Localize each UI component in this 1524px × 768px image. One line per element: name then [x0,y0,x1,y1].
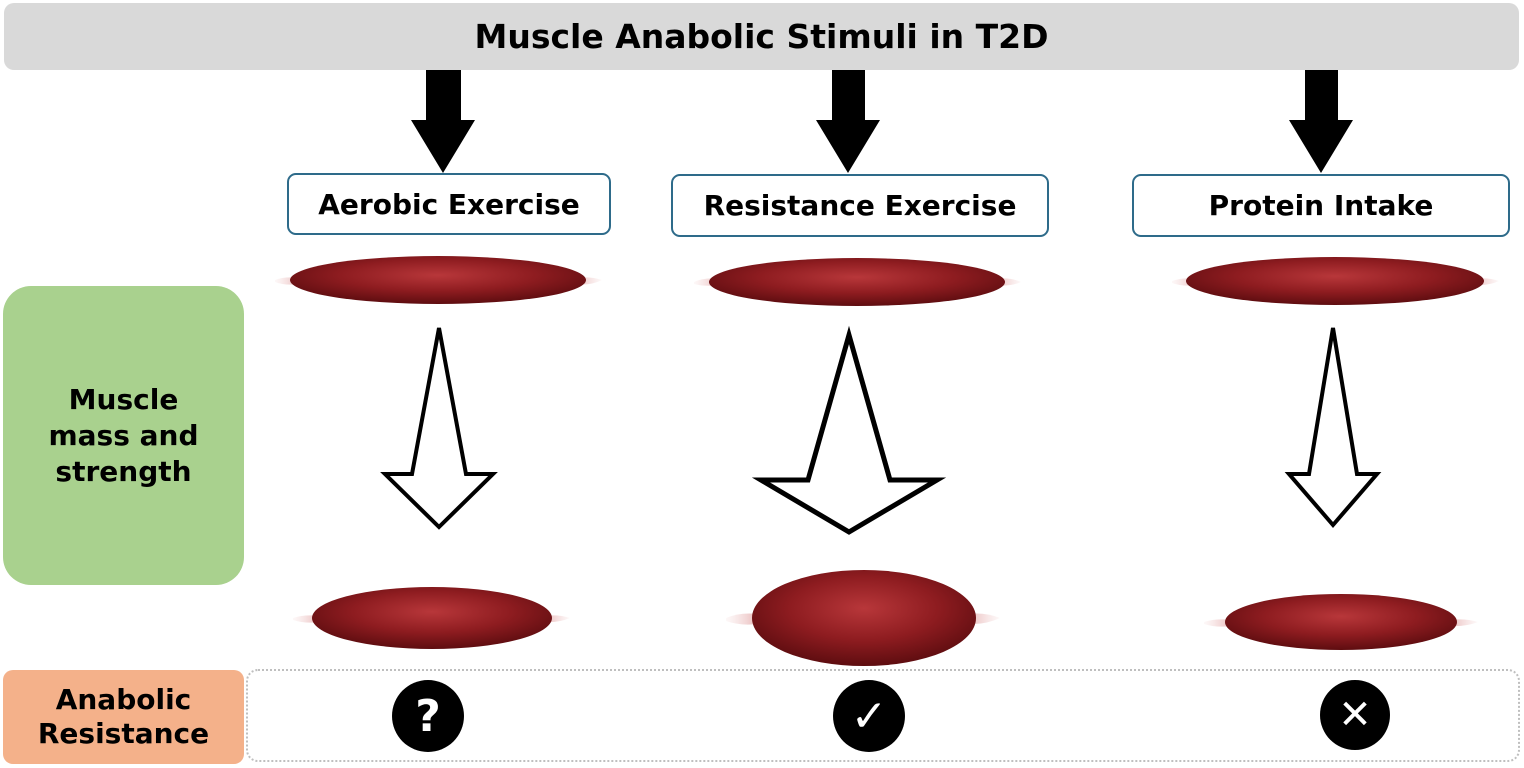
row-label-line: strength [55,454,192,488]
muscle-after-aerobic [293,587,570,649]
muscle-after-protein [1204,594,1478,650]
row-label-line: Resistance [37,717,210,750]
muscle-before-aerobic [275,256,602,304]
row-label-line: Muscle [68,382,179,416]
hollow-arrow-aerobic [380,327,498,530]
muscle-after-resistance [726,570,1000,666]
row-label-anabolic-resistance: Anabolic Resistance [3,670,244,764]
check-icon: ✓ [833,680,905,752]
cross-icon: ✕ [1320,680,1390,750]
row-label-line: Anabolic [55,683,192,716]
anabolic-resistance-results [246,669,1520,762]
stimulus-label: Protein Intake [1208,189,1434,222]
stimulus-label: Resistance Exercise [703,189,1017,222]
muscle-before-resistance [694,258,1021,306]
question-icon: ? [392,680,464,752]
row-label-line: mass and [48,418,199,452]
stimulus-protein-intake: Protein Intake [1132,174,1510,237]
arrow-down-protein [1289,70,1353,173]
stimulus-aerobic-exercise: Aerobic Exercise [287,173,611,235]
diagram-title: Muscle Anabolic Stimuli in T2D [4,3,1519,70]
row-label-muscle-mass: Muscle mass and strength [3,286,244,585]
arrow-down-aerobic [411,70,475,173]
muscle-before-protein [1172,257,1499,305]
hollow-arrow-protein [1284,327,1382,529]
arrow-down-resistance [816,70,880,173]
stimulus-label: Aerobic Exercise [318,187,580,221]
hollow-arrow-resistance [751,325,947,535]
stimulus-resistance-exercise: Resistance Exercise [671,174,1049,237]
